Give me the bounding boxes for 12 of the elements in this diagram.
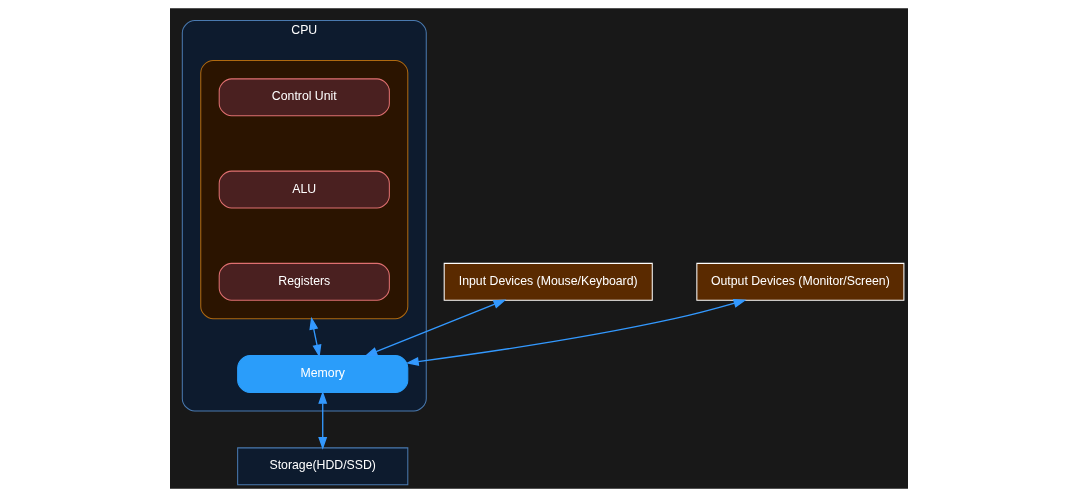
- node-box: Input Devices (Mouse/Keyboard): [443, 262, 653, 301]
- node-box: Output Devices (Monitor/Screen): [695, 262, 904, 301]
- node-box: Registers: [218, 262, 390, 301]
- arrow: [308, 316, 321, 358]
- node-box: Control Unit: [218, 78, 390, 117]
- arrow: [317, 390, 327, 450]
- arrow: [405, 299, 746, 366]
- cluster: [199, 59, 408, 320]
- node-box: ALU: [218, 170, 390, 209]
- node-box: Storage(HDD/SSD): [236, 447, 408, 486]
- node-box: Memory: [236, 355, 408, 393]
- arrow: [363, 299, 506, 357]
